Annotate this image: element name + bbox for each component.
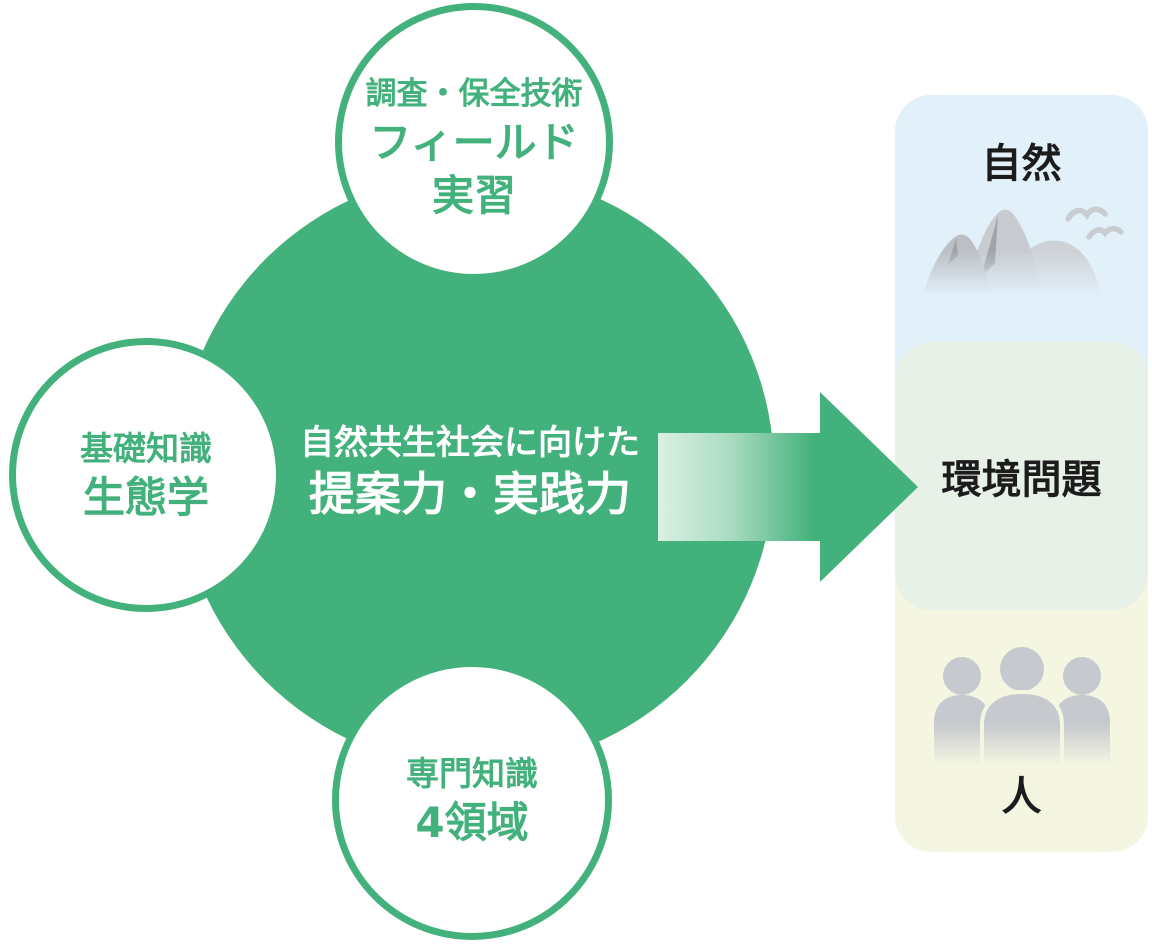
- circle-expert-knowledge: 専門知識 4領域: [332, 660, 612, 940]
- circle-field-training-line2: フィールド: [369, 118, 579, 167]
- panel-people-label: 人: [1001, 774, 1042, 820]
- circle-basic-knowledge-line2: 生態学: [82, 472, 209, 522]
- circle-basic-knowledge-line1: 基礎知識: [80, 428, 212, 468]
- people-group-icon: [922, 643, 1122, 768]
- circle-basic-knowledge: 基礎知識 生態学: [9, 338, 283, 612]
- circle-expert-knowledge-line1: 専門知識: [406, 753, 538, 793]
- center-statement: 自然共生社会に向けた 提案力・実践力: [240, 420, 700, 522]
- center-statement-line1: 自然共生社会に向けた: [300, 423, 640, 463]
- circle-field-training-line3: 実習: [431, 171, 516, 220]
- panel-environment: 環境問題: [895, 342, 1148, 610]
- circle-expert-knowledge-line2: 4領域: [415, 797, 529, 847]
- panel-environment-label: 環境問題: [941, 457, 1102, 503]
- arrow-right-shaft: [658, 433, 822, 541]
- center-statement-line2: 提案力・実践力: [309, 467, 631, 521]
- circle-field-training-line1: 調査・保全技術: [365, 76, 583, 112]
- mountains-birds-icon: [913, 206, 1138, 301]
- circle-field-training: 調査・保全技術 フィールド 実習: [335, 3, 613, 281]
- panel-nature-label: 自然: [981, 141, 1062, 187]
